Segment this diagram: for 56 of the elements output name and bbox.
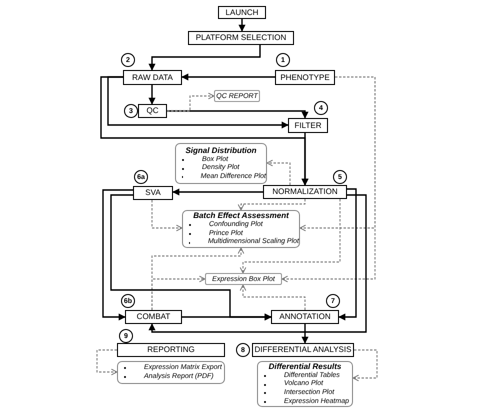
- step-label: ANNOTATION: [279, 313, 331, 321]
- arrow: [102, 189, 133, 320]
- step-label: PLATFORM SELECTION: [196, 34, 286, 42]
- process-box: [117, 343, 225, 357]
- arrow: [172, 188, 263, 196]
- step-label: COMBAT: [136, 313, 170, 321]
- dashed-arrow: [96, 350, 118, 376]
- process-box: [218, 6, 266, 19]
- process-box: [125, 310, 182, 324]
- process-box: [138, 104, 167, 118]
- arrow: [302, 324, 308, 344]
- process-box: [133, 186, 173, 200]
- arrow: [148, 194, 367, 333]
- step-label: QC: [146, 107, 158, 115]
- process-box: [123, 70, 182, 85]
- process-box: [275, 70, 335, 85]
- process-box: [188, 31, 294, 45]
- process-box: [263, 185, 347, 199]
- dashed-arrow: [152, 276, 206, 310]
- heading: Differential Results: [268, 362, 342, 372]
- dashed-arrow: [240, 198, 340, 274]
- arrow: [338, 188, 357, 320]
- step-label: FILTER: [294, 122, 322, 130]
- dashed-arrow: [238, 198, 306, 210]
- step-label: DIFFERENTIAL ANALYSIS: [254, 346, 352, 354]
- dashed-arrow: [166, 92, 214, 112]
- output-list-box: [257, 361, 353, 407]
- process-box: [252, 343, 354, 357]
- dashed-arrow: [152, 200, 182, 232]
- heading: Signal Distribution: [184, 146, 258, 156]
- arrow: [148, 45, 261, 71]
- process-box: [271, 310, 339, 324]
- arrow: [167, 110, 308, 119]
- arrow: [181, 74, 275, 80]
- process-box: [288, 118, 328, 133]
- dashed-arrow: [352, 350, 378, 382]
- output-list-box: [175, 143, 267, 184]
- arrow: [238, 19, 246, 32]
- step-label: LAUNCH: [226, 8, 258, 16]
- step-label: REPORTING: [147, 346, 195, 354]
- arrow: [148, 85, 156, 105]
- step-label: RAW DATA: [132, 74, 173, 82]
- output-list-box: [117, 361, 225, 384]
- output-box: [205, 273, 282, 285]
- dashed-arrow: [266, 160, 290, 186]
- heading: Batch Effect Assessment: [192, 211, 290, 220]
- dashed-arrow: [282, 76, 376, 282]
- output-box: [214, 90, 260, 102]
- output-list-box: [182, 210, 300, 248]
- arrow: [302, 133, 308, 186]
- arrow: [182, 314, 272, 320]
- step-label: SVA: [145, 189, 161, 197]
- arrow: [107, 76, 289, 128]
- step-label: NORMALIZATION: [272, 188, 338, 196]
- step-label: PHENOTYPE: [280, 74, 330, 82]
- dashed-arrow: [240, 284, 306, 310]
